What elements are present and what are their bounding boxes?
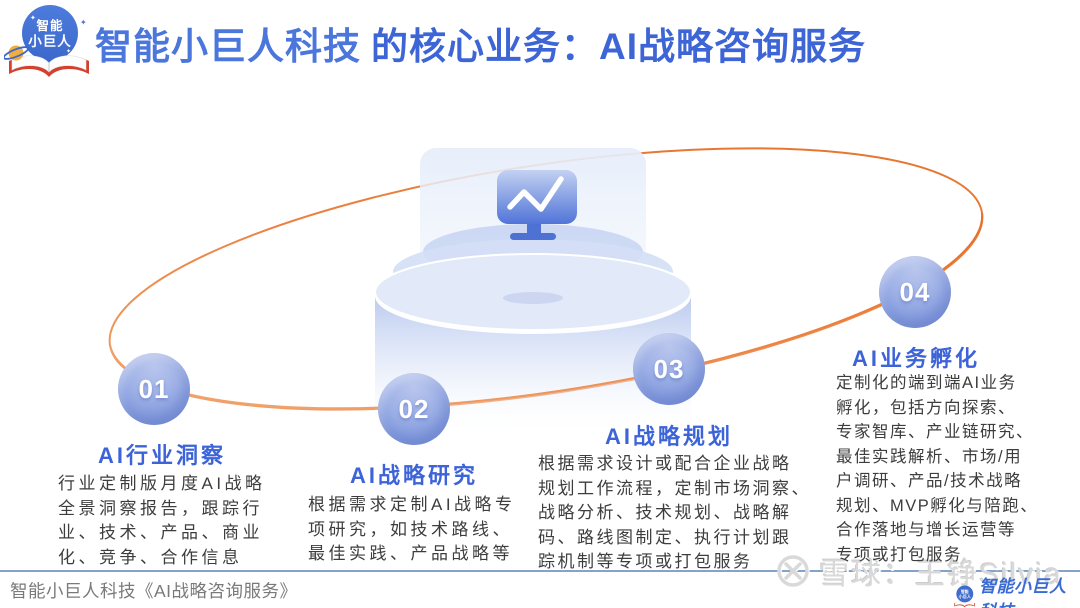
watermark-text: 雪球：王铮Silvia — [819, 558, 1063, 591]
brand-logo: 智能 小巨人 ✦ ✦ ✦ — [4, 5, 89, 77]
sparkle-icon: ✦ — [80, 18, 87, 27]
xueqiu-icon — [777, 555, 809, 587]
speech-bubble-icon — [22, 5, 78, 61]
monitor-chart-icon — [497, 170, 577, 240]
book-icon — [9, 55, 89, 77]
page-title-rest: 的核心业务：AI战略咨询服务 — [371, 26, 866, 67]
sparkle-icon: ✦ — [30, 14, 36, 22]
page-title-brand: 智能小巨人科技 — [95, 26, 361, 67]
footer-source-text: 智能小巨人科技《AI战略咨询服务》 — [10, 581, 298, 601]
header: 智能 小巨人 ✦ ✦ ✦ 智能小巨人科技的核心业务：AI战略咨询服务 — [0, 0, 1080, 100]
podium — [374, 148, 692, 430]
footer-brand: 智能 小巨人 智能小巨人科技 — [953, 572, 1080, 608]
logo-bubble-line2: 小巨人 — [28, 34, 72, 49]
footer-brand-logo-icon: 智能 小巨人 — [954, 585, 975, 608]
watermark: 雪球：王铮Silvia — [773, 549, 1063, 593]
footer-brand-text: 智能小巨人科技 — [979, 577, 1067, 608]
logo-bubble-line1: 智能 — [35, 18, 63, 33]
footer-divider — [0, 570, 1080, 572]
sparkle-icon: ✦ — [66, 48, 71, 55]
footer-logo-line2: 小巨人 — [959, 593, 972, 599]
footer-logo-line1: 智能 — [960, 589, 969, 594]
page-title: 智能小巨人科技的核心业务：AI战略咨询服务 — [95, 16, 866, 70]
podium-cylinder — [375, 296, 691, 430]
planet-icon — [4, 45, 30, 61]
stand-reflection — [503, 292, 563, 304]
